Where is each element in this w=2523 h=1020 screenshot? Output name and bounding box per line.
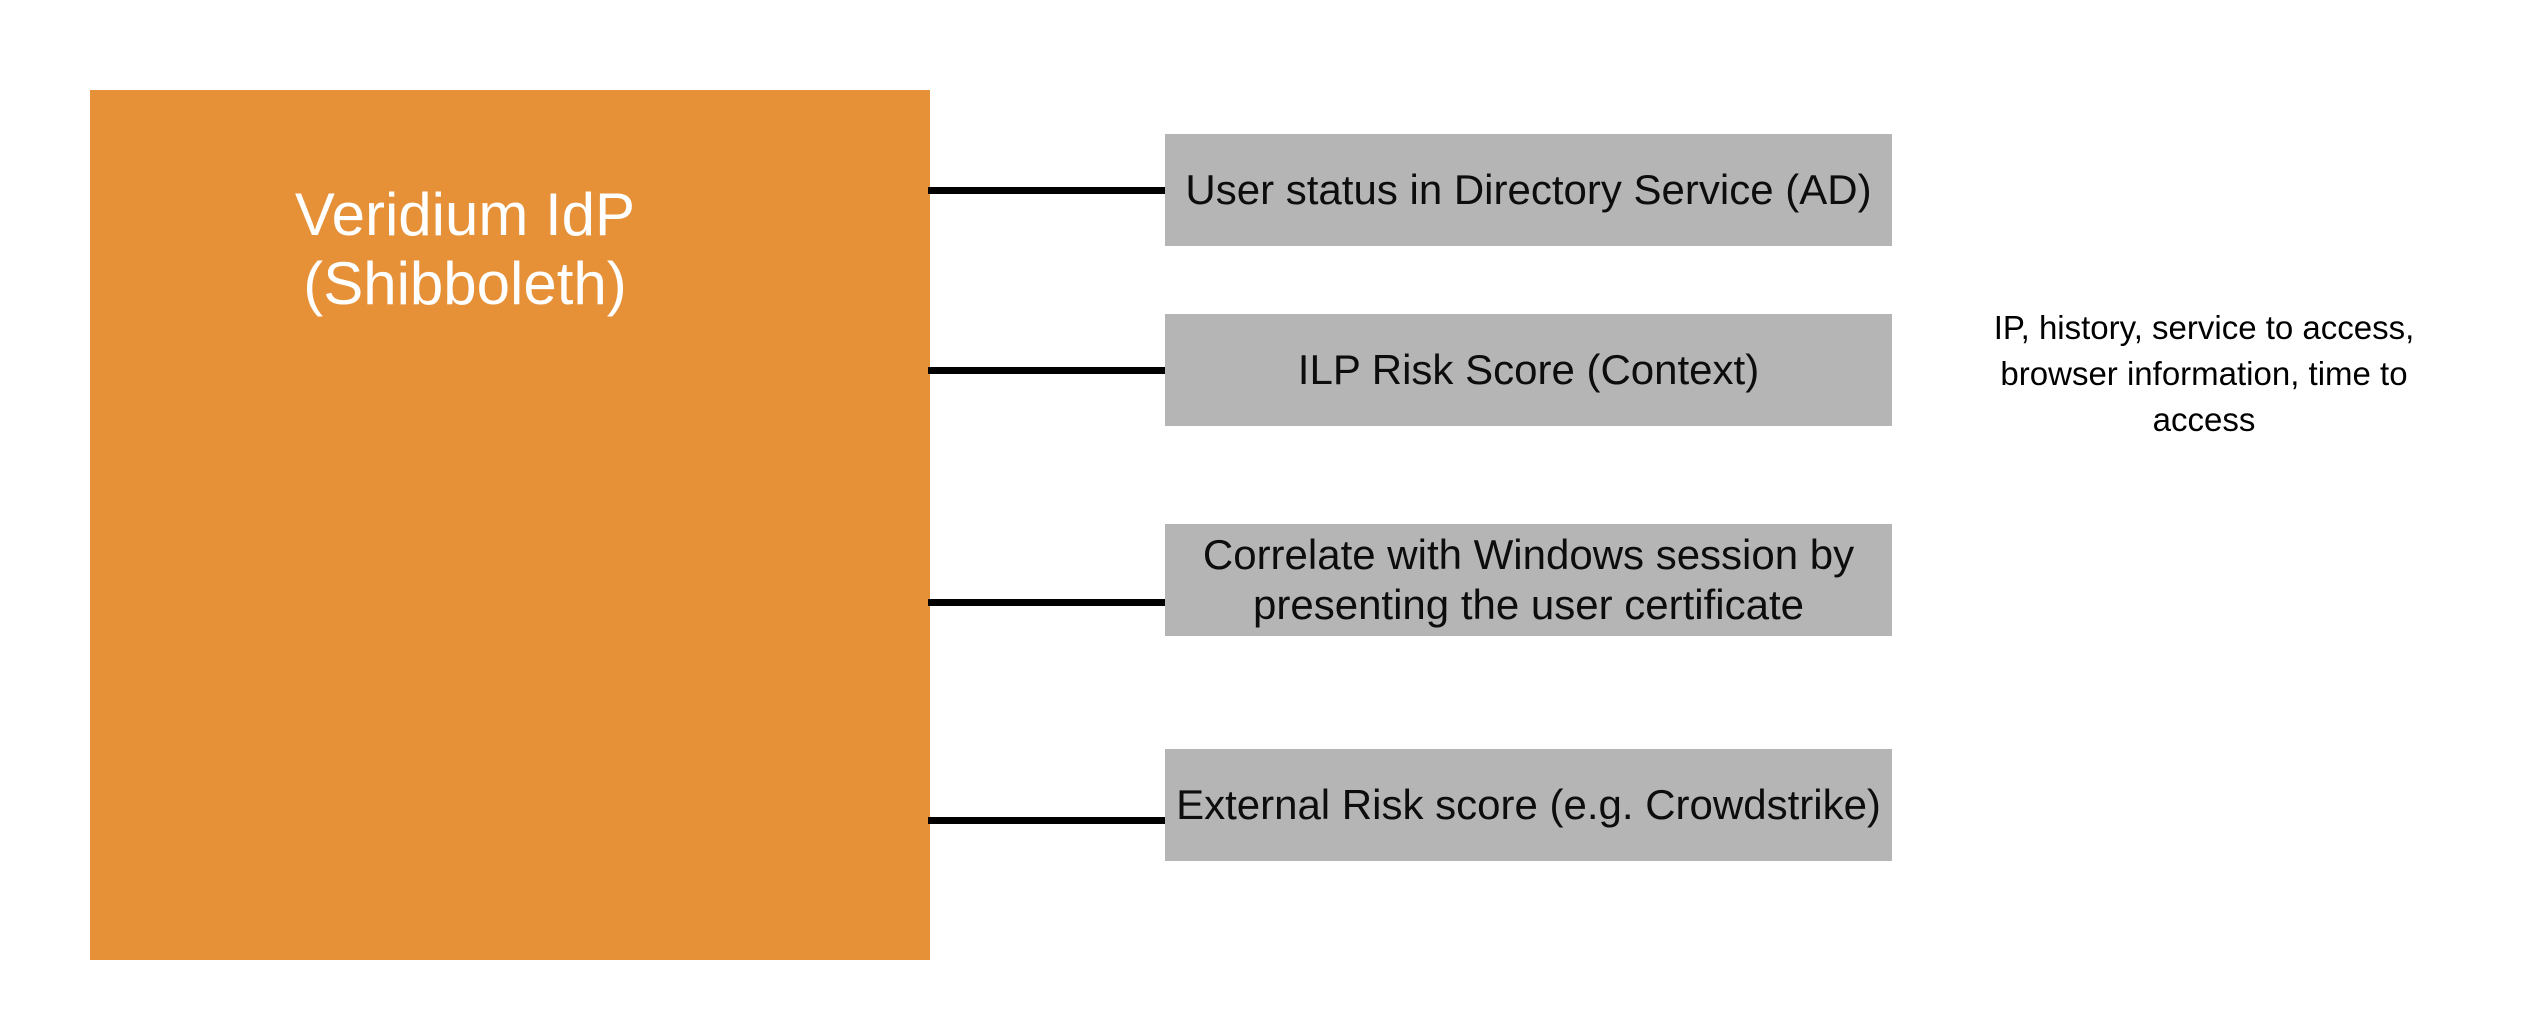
factor-box-label: External Risk score (e.g. Crowdstrike)	[1176, 781, 1881, 828]
factor-box: User status in Directory Service (AD)	[1165, 134, 1892, 246]
factor-box-label: User status in Directory Service (AD)	[1185, 166, 1872, 213]
connector-line-2	[928, 367, 1167, 374]
context-note: IP, history, service to access, browser …	[1993, 309, 2415, 438]
factor-box: External Risk score (e.g. Crowdstrike)	[1165, 749, 1892, 861]
connector-line-3	[928, 599, 1167, 606]
factor-box: ILP Risk Score (Context)	[1165, 314, 1892, 426]
factor-box-label: Correlate with Windows session by presen…	[1202, 531, 1855, 628]
veridium-idp-label: Veridium IdP (Shibboleth)	[294, 181, 636, 317]
factor-box-label: ILP Risk Score (Context)	[1297, 346, 1760, 393]
connector-line-1	[928, 187, 1167, 194]
connector-line-4	[928, 817, 1167, 824]
factor-box: Correlate with Windows session by presen…	[1165, 524, 1892, 636]
veridium-idp-box	[90, 90, 930, 960]
